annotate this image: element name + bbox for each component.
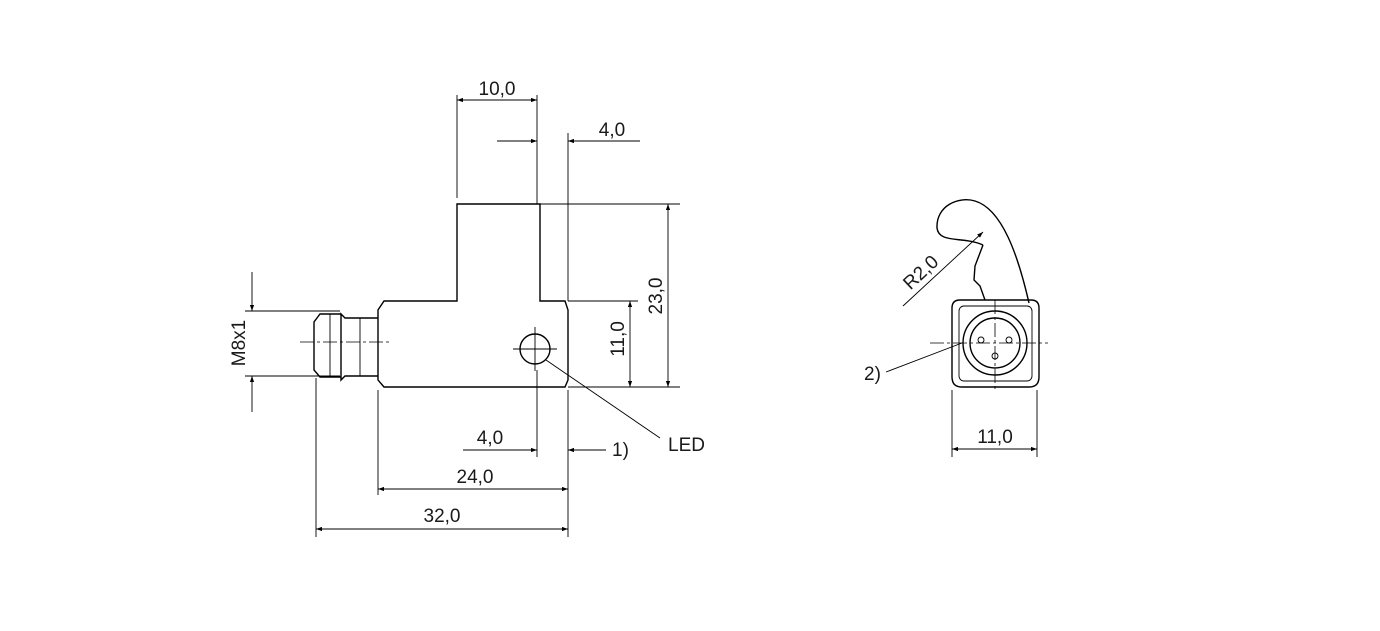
side-housing-inner (958, 305, 1033, 382)
dim-width-side: 11,0 (977, 427, 1013, 448)
dim-offset-top: 4,0 (599, 120, 625, 141)
note-2: 2) (864, 364, 881, 385)
connector-pin-1 (977, 336, 985, 344)
dim-line-radius (902, 231, 984, 307)
cable-hook (936, 199, 1030, 304)
side-housing (951, 299, 1040, 388)
connector-head (313, 313, 341, 378)
dim-radius: R2,0 (899, 252, 943, 295)
dim-height-body: 11,0 (608, 321, 629, 357)
dim-thread: M8x1 (229, 320, 250, 366)
led-leader-line (545, 359, 661, 439)
side-view: R2,0 2) 11,0 (864, 199, 1048, 457)
note-2-leader (885, 342, 963, 373)
dim-body-length: 24,0 (457, 467, 494, 488)
dim-led-offset: 4,0 (477, 428, 503, 449)
cable-hook-inner (973, 244, 986, 301)
note-1: 1) (612, 440, 629, 461)
dim-height-total: 23,0 (646, 278, 667, 315)
dim-total-length: 32,0 (424, 506, 461, 527)
sensor-body (377, 203, 569, 388)
label-led: LED (668, 435, 705, 456)
front-view: 10,0 4,0 23,0 11,0 M8x1 4,0 1) LED 24,0 … (229, 79, 705, 537)
connector-neck (340, 312, 378, 382)
dim-width-top: 10,0 (479, 79, 516, 100)
connector-pin-2 (1005, 336, 1013, 344)
